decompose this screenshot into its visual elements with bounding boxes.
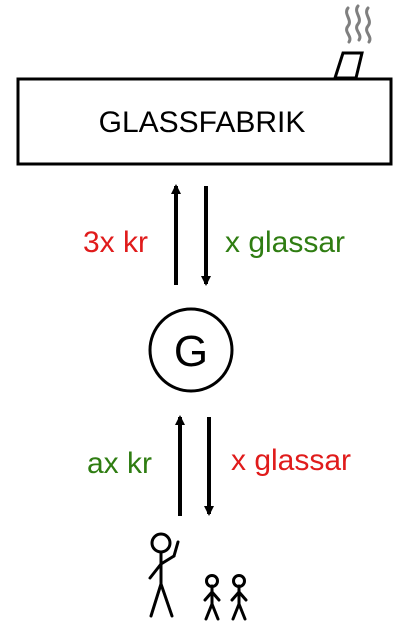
lower-money-label: ax kr [87, 447, 152, 480]
lower-goods-label: x glassar [231, 444, 351, 477]
child-icon [230, 574, 248, 621]
node-circle [148, 307, 234, 393]
child-icon [203, 574, 221, 621]
person-icon [148, 532, 180, 618]
upper-money-label: 3x kr [83, 226, 148, 259]
chimney-icon [332, 51, 364, 80]
node-label: G [174, 327, 208, 376]
smoke-icon [345, 4, 372, 44]
upper-goods-label: x glassar [225, 226, 345, 259]
factory-label: GLASSFABRIK [99, 106, 306, 139]
factory-box [16, 77, 393, 166]
